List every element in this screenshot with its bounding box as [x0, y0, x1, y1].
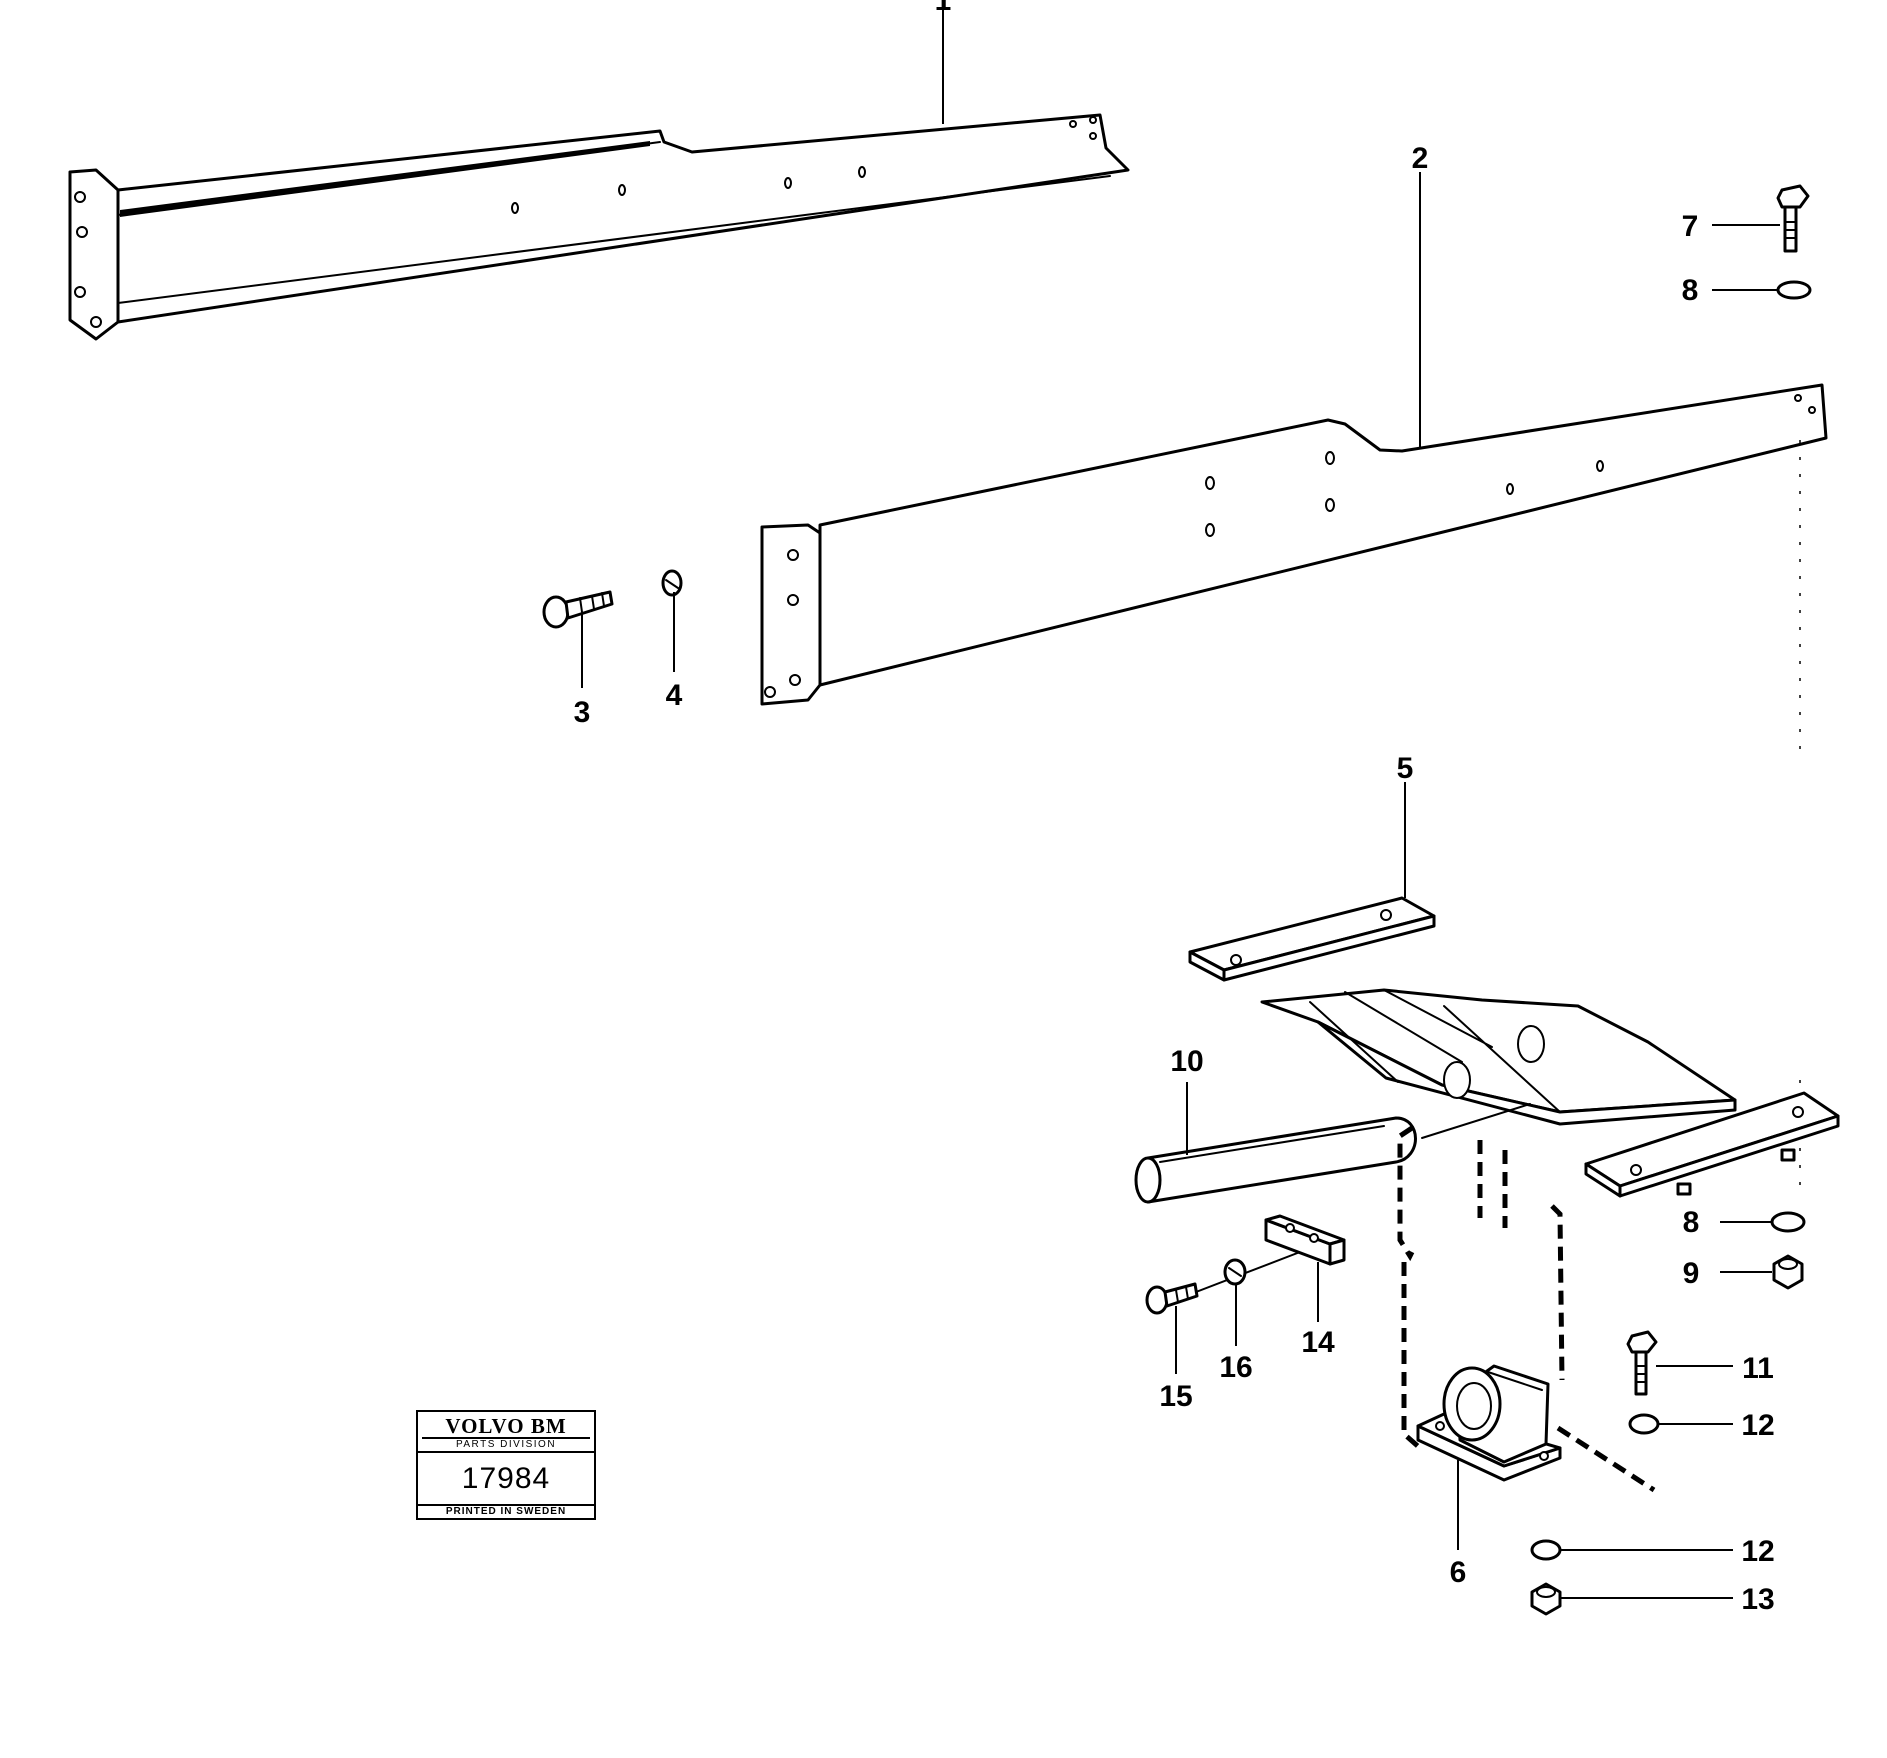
- callout-10: 10: [1170, 1045, 1203, 1078]
- frame-rail-part-1: [68, 113, 1130, 341]
- pin-part-10: [1134, 1116, 1417, 1204]
- lock-washer-part-16: [1223, 1258, 1247, 1286]
- bearing-bracket-part-6: [1416, 1364, 1562, 1482]
- callout-16: 16: [1219, 1351, 1252, 1384]
- callout-8-upper: 8: [1682, 274, 1699, 307]
- callout-4: 4: [666, 679, 683, 712]
- callout-12-lower: 12: [1741, 1535, 1774, 1568]
- callout-2: 2: [1412, 142, 1429, 175]
- washer-part-8-upper: [1776, 280, 1812, 300]
- callout-1: 1: [935, 0, 952, 17]
- stamp-divider: [418, 1504, 594, 1506]
- pin-axis-line: [1421, 1103, 1531, 1139]
- callout-11: 11: [1742, 1352, 1774, 1385]
- stamp-divider: [418, 1451, 594, 1453]
- callout-5: 5: [1397, 752, 1414, 785]
- callout-13: 13: [1741, 1583, 1774, 1616]
- lock-plate-part-14: [1264, 1214, 1346, 1266]
- stamp-number: 17984: [461, 1462, 551, 1495]
- stamp-brand: VOLVO BM: [445, 1414, 567, 1438]
- nut-part-13: [1530, 1582, 1562, 1616]
- stamp-division: PARTS DIVISION: [422, 1437, 590, 1451]
- callout-8-lower: 8: [1683, 1206, 1700, 1239]
- lock-washer-part-4: [661, 569, 683, 597]
- stamp-printed: PRINTED IN SWEDEN: [445, 1506, 567, 1517]
- callout-14: 14: [1301, 1326, 1335, 1359]
- callout-12-upper: 12: [1741, 1409, 1774, 1442]
- screw-part-7: [1776, 184, 1810, 253]
- screw-part-11: [1626, 1330, 1658, 1396]
- washer-part-8-lower: [1770, 1211, 1806, 1233]
- callout-7: 7: [1682, 210, 1699, 243]
- frame-rail-part-2: [760, 383, 1828, 706]
- callout-3: 3: [574, 696, 591, 729]
- washer-part-12-lower: [1530, 1539, 1562, 1561]
- bolt-part-3: [542, 590, 614, 629]
- publisher-stamp: VOLVO BM PARTS DIVISION 17984 PRINTED IN…: [416, 1410, 596, 1520]
- callout-9: 9: [1683, 1257, 1700, 1290]
- washer-part-12-upper: [1628, 1413, 1660, 1435]
- bolt-part-15: [1145, 1282, 1199, 1315]
- callout-15: 15: [1159, 1380, 1192, 1413]
- callout-6: 6: [1450, 1556, 1467, 1589]
- nut-part-9: [1772, 1254, 1804, 1290]
- cross-member-part-5: [1188, 896, 1840, 1198]
